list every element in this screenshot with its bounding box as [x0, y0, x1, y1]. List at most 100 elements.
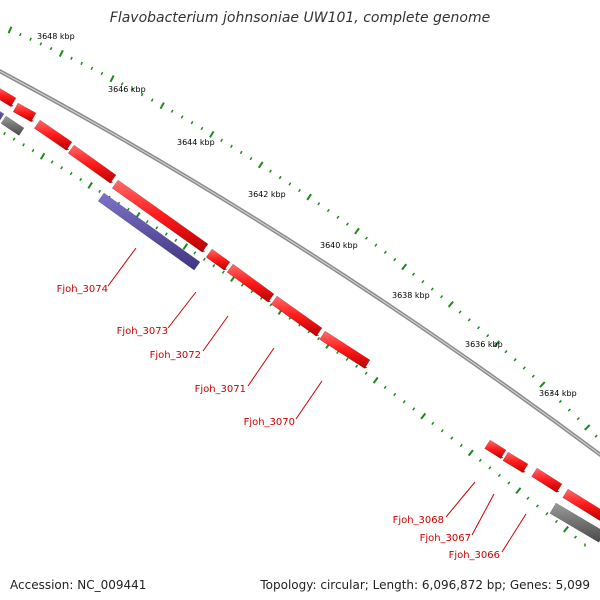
gene-arrow-forward-icon[interactable]	[12, 102, 37, 123]
minor-tick	[531, 374, 535, 378]
minor-tick	[478, 458, 482, 463]
minor-tick	[549, 391, 553, 395]
gene-other-icon[interactable]	[0, 115, 25, 136]
leader-line	[471, 493, 495, 536]
major-tick	[493, 340, 500, 347]
major-tick	[39, 152, 46, 160]
major-tick	[372, 376, 379, 384]
gene-label[interactable]: Fjoh_3071	[195, 384, 246, 395]
gene-label[interactable]: Fjoh_3068	[393, 515, 444, 526]
tick-label: 3634 kbp	[539, 389, 577, 398]
gene-label[interactable]: Fjoh_3074	[57, 284, 108, 295]
minor-tick	[336, 215, 340, 219]
scale-track	[3, 26, 598, 547]
minor-tick	[212, 263, 216, 268]
major-tick	[182, 243, 189, 251]
gene-arrow-forward-icon[interactable]	[270, 295, 323, 337]
minor-tick	[60, 166, 64, 170]
gene-features	[0, 86, 600, 543]
gene-other-icon[interactable]	[549, 502, 600, 543]
gene-arrow-forward-icon[interactable]	[0, 86, 17, 107]
minor-tick	[488, 466, 492, 470]
major-tick	[401, 263, 408, 271]
minor-tick	[317, 336, 321, 341]
gene-label[interactable]: Fjoh_3073	[117, 326, 168, 337]
minor-tick	[497, 473, 501, 478]
minor-tick	[193, 251, 197, 255]
major-tick	[467, 449, 474, 457]
gene-arrow-forward-icon[interactable]	[531, 467, 563, 493]
minor-tick	[573, 535, 578, 539]
minor-tick	[170, 109, 174, 113]
leader-line	[202, 315, 229, 352]
minor-tick	[100, 71, 104, 76]
minor-tick	[220, 138, 224, 142]
minor-tick	[145, 219, 149, 224]
tick-label: 3644 kbp	[177, 138, 215, 147]
major-tick	[109, 75, 115, 83]
minor-tick	[458, 310, 462, 314]
minor-tick	[430, 287, 434, 291]
gene-label[interactable]: Fjoh_3072	[150, 350, 201, 361]
leader-line	[445, 481, 476, 518]
minor-tick	[49, 46, 53, 51]
gene-labels: Fjoh_3074 Fjoh_3073 Fjoh_3072 Fjoh_3071 …	[57, 284, 500, 561]
major-tick	[58, 49, 64, 58]
gene-label[interactable]: Fjoh_3066	[449, 550, 500, 561]
minor-tick	[431, 421, 435, 426]
gene-arrow-forward-icon[interactable]	[226, 263, 275, 303]
gene-arrow-reverse-icon[interactable]	[0, 106, 5, 121]
minor-tick	[39, 42, 43, 46]
minor-tick	[459, 443, 463, 448]
minor-tick	[558, 399, 562, 404]
minor-tick	[526, 496, 530, 500]
gene-arrow-forward-icon[interactable]	[502, 451, 529, 473]
minor-tick	[269, 169, 272, 173]
minor-tick	[364, 371, 368, 375]
minor-tick	[594, 434, 598, 438]
major-tick	[584, 424, 591, 431]
minor-tick	[450, 436, 454, 440]
minor-tick	[467, 318, 471, 322]
gene-arrow-forward-icon[interactable]	[205, 248, 231, 271]
gene-arrow-forward-icon[interactable]	[484, 439, 507, 459]
accession-text: Accession: NC_009441	[10, 578, 147, 592]
gene-arrow-forward-icon[interactable]	[33, 119, 73, 151]
major-tick	[159, 102, 165, 110]
minor-tick	[200, 126, 204, 131]
minor-tick	[345, 222, 349, 226]
tick-label: 3646 kbp	[108, 85, 146, 94]
map-title: Flavobacterium johnsoniae UW101, complet…	[110, 10, 490, 26]
minor-tick	[240, 283, 244, 287]
minor-tick	[29, 37, 32, 41]
minor-tick	[190, 120, 194, 125]
minor-tick	[70, 56, 73, 61]
minor-tick	[221, 270, 225, 274]
major-tick	[447, 301, 454, 308]
minor-tick	[440, 429, 444, 433]
leader-line	[247, 347, 275, 387]
minor-tick	[19, 32, 22, 37]
minor-tick	[298, 188, 301, 193]
minor-tick	[155, 226, 159, 230]
gene-arrow-forward-icon[interactable]	[67, 144, 117, 184]
tick-label: 3638 kbp	[392, 291, 430, 300]
minor-tick	[50, 160, 54, 164]
gene-label[interactable]: Fjoh_3070	[244, 417, 295, 428]
gene-label[interactable]: Fjoh_3067	[420, 533, 471, 544]
minor-tick	[345, 357, 349, 361]
minor-tick	[164, 232, 168, 236]
gene-arrow-reverse-icon[interactable]	[97, 192, 201, 271]
minor-tick	[355, 364, 359, 368]
tick-label: 3642 kbp	[248, 190, 286, 199]
leader-line	[107, 247, 137, 287]
minor-tick	[576, 417, 580, 421]
minor-tick	[278, 175, 282, 180]
leader-line	[295, 380, 323, 420]
minor-tick	[545, 512, 549, 516]
minor-tick	[535, 504, 539, 508]
gene-arrow-forward-icon[interactable]	[111, 179, 209, 253]
scale-labels: 3648 kbp 3646 kbp 3644 kbp 3642 kbp 3640…	[37, 32, 577, 398]
gene-arrow-forward-icon[interactable]	[319, 330, 371, 369]
